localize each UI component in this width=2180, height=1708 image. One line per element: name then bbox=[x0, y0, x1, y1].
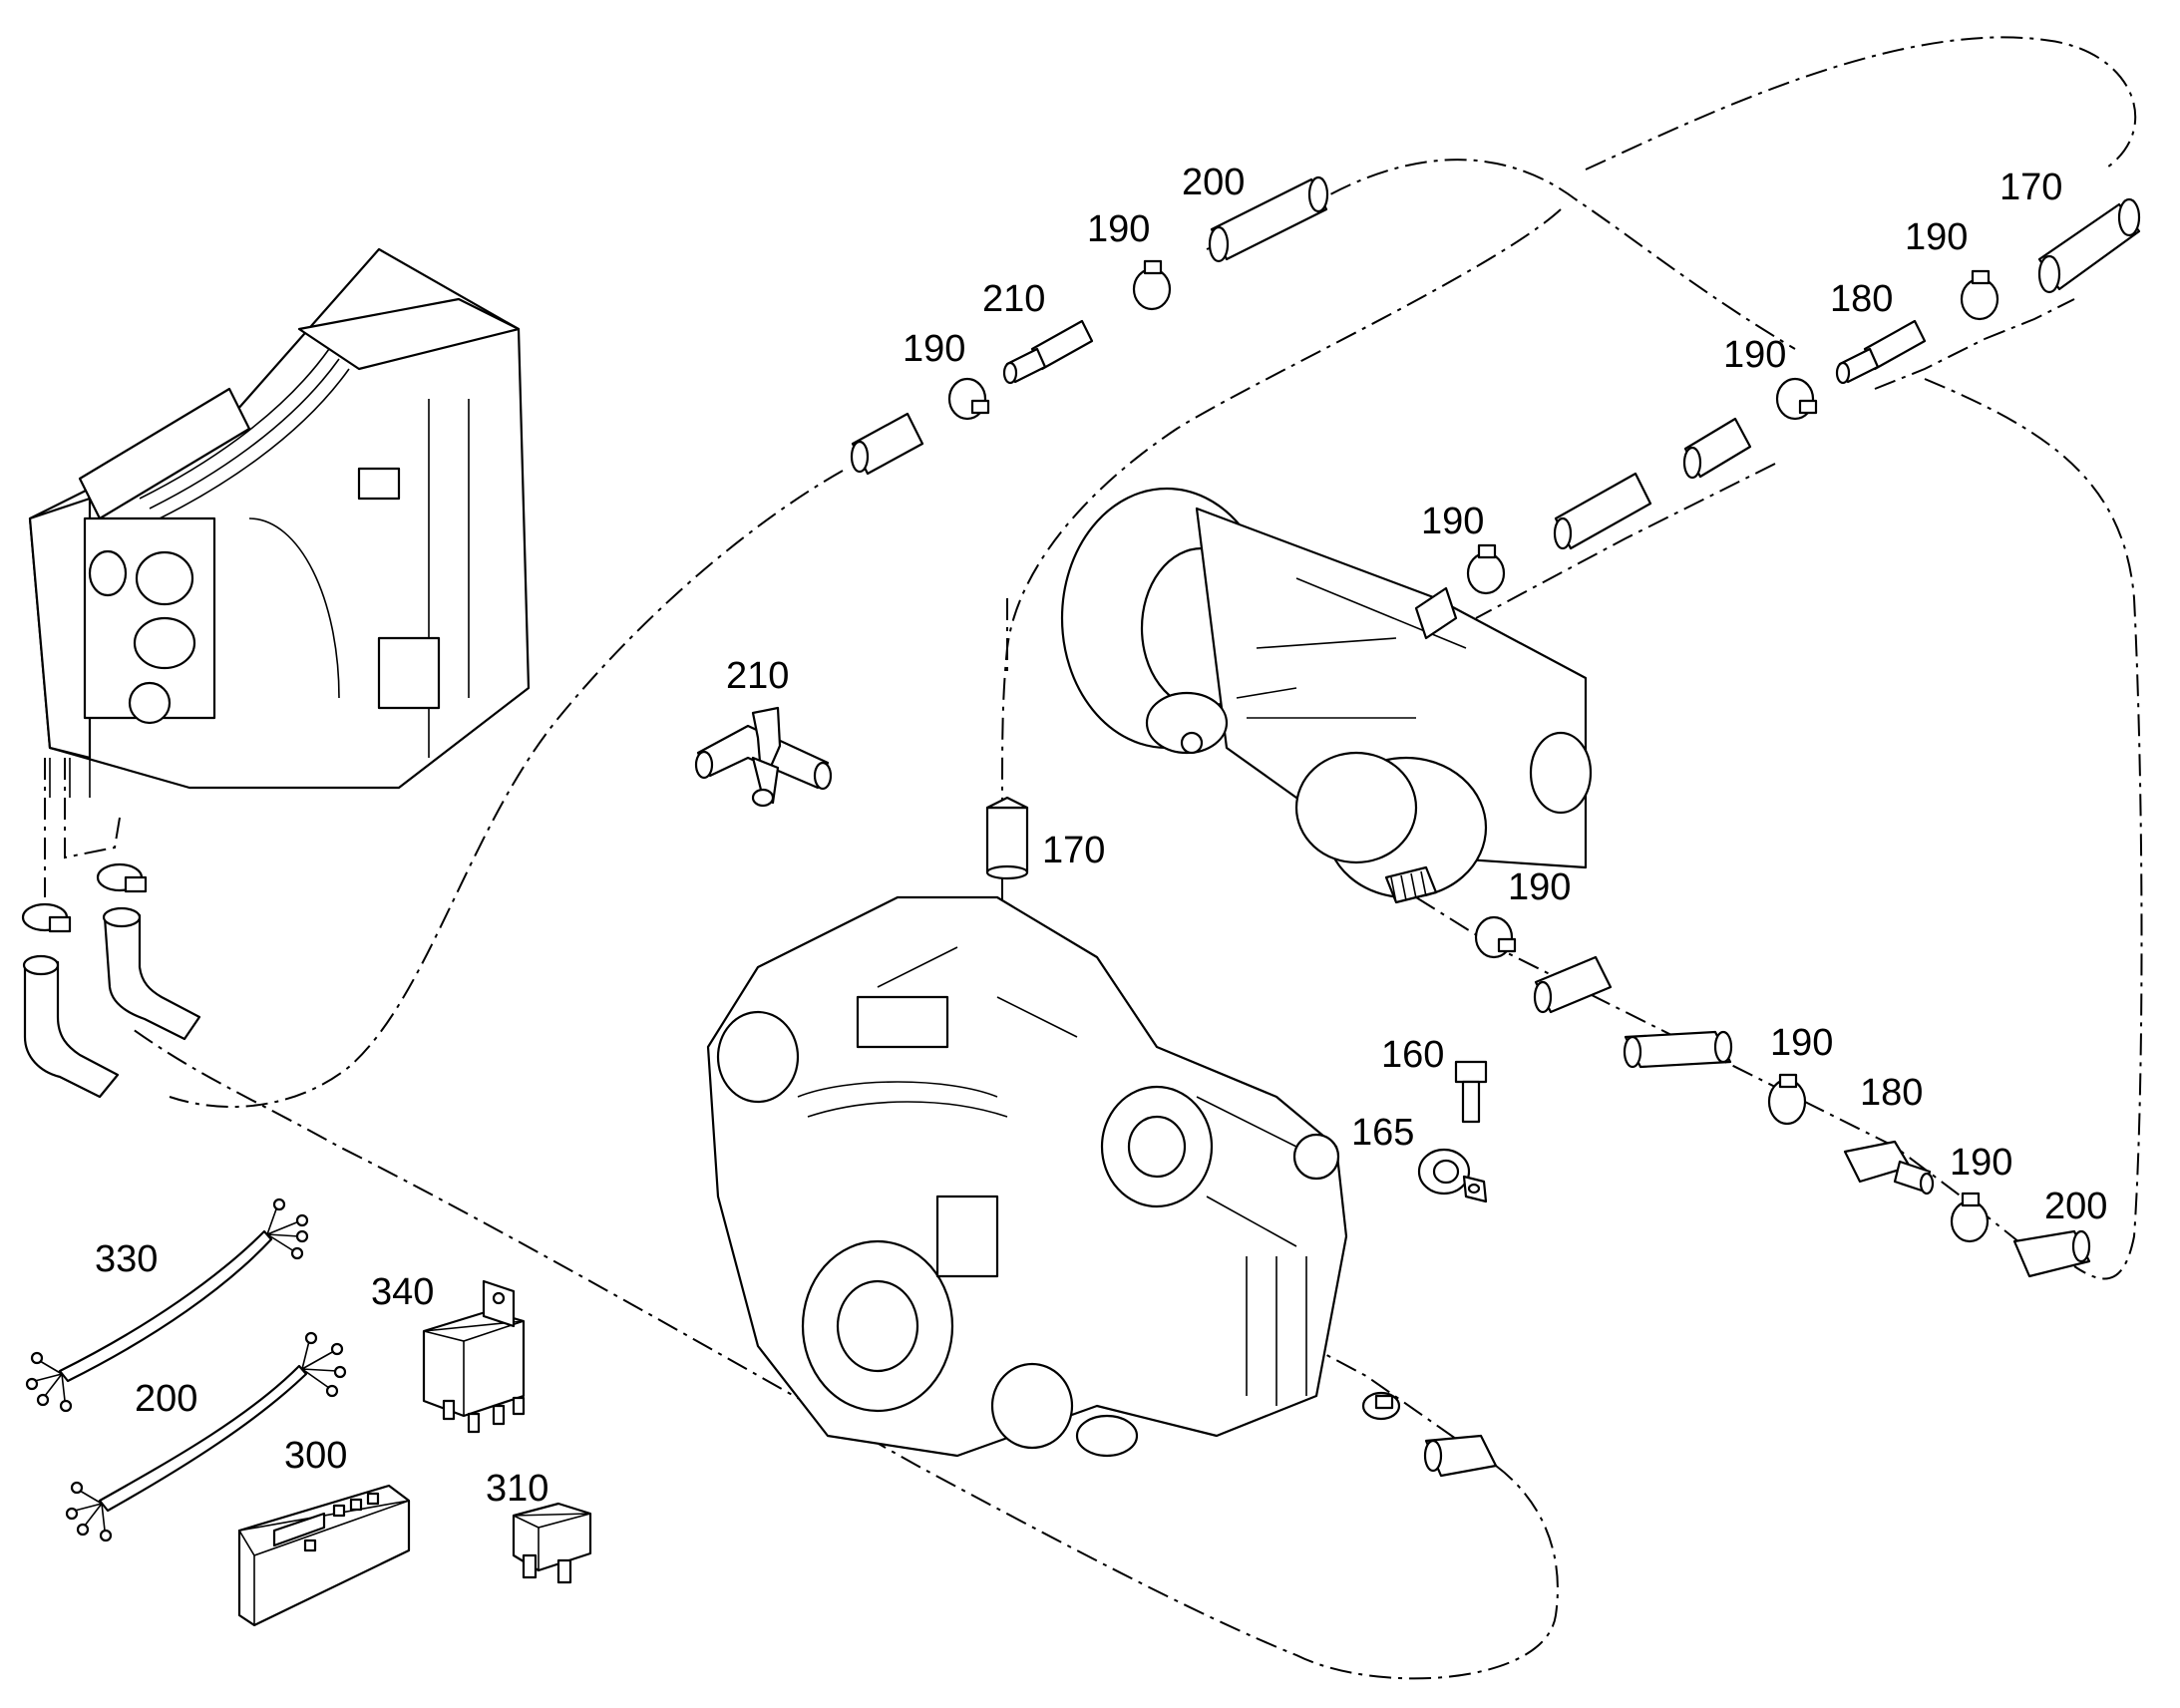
hose-small-top-left bbox=[850, 412, 924, 476]
heater-hoses bbox=[22, 906, 201, 1099]
auxiliary-heater bbox=[1060, 487, 1593, 904]
label-180-b: 180 bbox=[1860, 1072, 1923, 1114]
label-190-f: 190 bbox=[1508, 866, 1571, 908]
label-190-d: 190 bbox=[1723, 334, 1786, 376]
label-300: 300 bbox=[284, 1435, 347, 1477]
right-lower-parts bbox=[1361, 915, 2091, 1478]
clamp-190-h bbox=[1950, 1192, 1990, 1243]
label-330: 330 bbox=[95, 1238, 158, 1280]
hose-segment-right-mid-b bbox=[1623, 1030, 1733, 1069]
bolt-160 bbox=[1454, 1060, 1488, 1124]
label-170-mid: 170 bbox=[1042, 830, 1105, 871]
clamp-190-f bbox=[1474, 915, 1517, 959]
hose-200-top bbox=[1208, 175, 1329, 263]
label-210-a: 210 bbox=[982, 278, 1045, 320]
left-clamps bbox=[21, 862, 148, 933]
hose-segment-right-top-a bbox=[1682, 417, 1752, 480]
clamp-left-upper bbox=[96, 862, 148, 893]
label-190-g: 190 bbox=[1770, 1022, 1833, 1064]
label-160: 160 bbox=[1381, 1034, 1444, 1076]
top-row-parts bbox=[850, 175, 2141, 595]
clamp-left-lower bbox=[21, 902, 72, 933]
hose-segment-right-top-b bbox=[1553, 472, 1652, 550]
label-190-a: 190 bbox=[1087, 208, 1150, 250]
label-200-top: 200 bbox=[1182, 162, 1245, 203]
label-340: 340 bbox=[371, 1271, 434, 1313]
label-180-a: 180 bbox=[1830, 278, 1893, 320]
clamp-190-e bbox=[1466, 543, 1506, 595]
clip-165 bbox=[1417, 1148, 1488, 1203]
label-200-right: 200 bbox=[2044, 1186, 2107, 1227]
tee-fitting-210 bbox=[694, 706, 833, 808]
clamp-190-c bbox=[1960, 269, 1999, 321]
label-210-b: 210 bbox=[726, 655, 789, 697]
clamp-190-b bbox=[947, 377, 990, 421]
label-190-h: 190 bbox=[1950, 1142, 2012, 1184]
relay-340 bbox=[422, 1279, 526, 1434]
clamp-190-a bbox=[1132, 259, 1172, 311]
hose-segment-right-mid-a bbox=[1533, 955, 1613, 1014]
wiring-harness-330 bbox=[25, 1197, 309, 1413]
hose-200-right bbox=[2012, 1229, 2091, 1278]
label-190-e: 190 bbox=[1421, 501, 1484, 542]
clamp-bottom bbox=[1361, 1391, 1401, 1421]
hose-170-top bbox=[2037, 197, 2141, 294]
fuse-310 bbox=[512, 1502, 592, 1584]
label-190-c: 190 bbox=[1905, 216, 1968, 258]
part-labels: 200 190 210 190 170 190 180 190 190 210 … bbox=[95, 162, 2107, 1510]
label-190-b: 190 bbox=[903, 328, 965, 370]
label-165: 165 bbox=[1351, 1112, 1414, 1154]
hose-bottom bbox=[1423, 1434, 1498, 1478]
heater-unit bbox=[28, 247, 531, 798]
connector-180-b bbox=[1843, 1140, 1935, 1196]
label-200-harness: 200 bbox=[135, 1378, 197, 1420]
engine-block bbox=[706, 895, 1348, 1458]
label-310: 310 bbox=[486, 1468, 548, 1510]
label-170-top: 170 bbox=[1999, 167, 2062, 208]
connector-180-a bbox=[1835, 319, 1927, 385]
wiring-harness-200 bbox=[65, 1331, 347, 1542]
clamp-190-g bbox=[1767, 1073, 1807, 1126]
connector-210-a bbox=[1002, 319, 1094, 385]
clamp-190-d bbox=[1775, 377, 1818, 421]
timer-300 bbox=[237, 1484, 411, 1627]
